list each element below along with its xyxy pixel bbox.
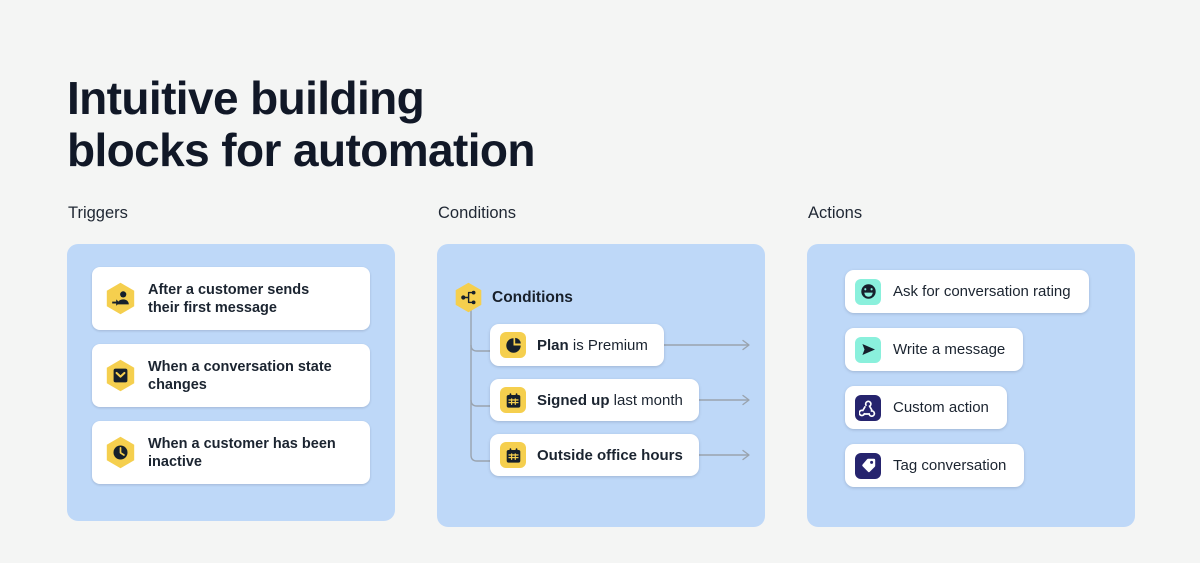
action-label: Custom action xyxy=(893,399,989,416)
condition-label: Signed up last month xyxy=(537,392,683,409)
column-label-triggers: Triggers xyxy=(68,204,128,222)
columns-container: Triggers After a customer sends their fi… xyxy=(67,203,1135,527)
branch-icon xyxy=(455,282,482,313)
triggers-panel: After a customer sends their first messa… xyxy=(67,244,395,521)
trigger-label: After a customer sends their first messa… xyxy=(148,281,310,316)
column-triggers: Triggers After a customer sends their fi… xyxy=(67,203,395,527)
actions-panel: Ask for conversation rating Write a mess… xyxy=(807,244,1135,527)
tag-icon xyxy=(855,452,881,479)
condition-card[interactable]: Outside office hours xyxy=(490,434,699,476)
calendar-icon xyxy=(500,387,526,413)
column-conditions: Conditions xyxy=(437,203,765,527)
conditions-panel: Conditions Plan is Premium xyxy=(437,244,765,527)
pie-chart-icon xyxy=(500,332,526,358)
trigger-label: When a customer has been inactive xyxy=(148,435,336,470)
conditions-header-label: Conditions xyxy=(492,288,573,306)
condition-card[interactable]: Signed up last month xyxy=(490,379,699,421)
person-arrow-icon xyxy=(106,282,135,315)
send-icon xyxy=(855,336,881,363)
smiley-icon xyxy=(855,278,881,305)
action-label: Write a message xyxy=(893,341,1006,358)
action-label: Tag conversation xyxy=(893,457,1007,474)
column-actions: Actions Ask for conversation rating xyxy=(807,203,1135,527)
column-label-actions: Actions xyxy=(808,204,863,222)
condition-label: Plan is Premium xyxy=(537,337,648,354)
trigger-card[interactable]: When a conversation state changes xyxy=(92,344,370,407)
trigger-card[interactable]: After a customer sends their first messa… xyxy=(92,267,370,330)
condition-label-bold: Signed up xyxy=(537,391,610,409)
page-title: Intuitive building blocks for automation xyxy=(67,71,535,176)
condition-label-bold: Outside office hours xyxy=(537,446,683,464)
clock-icon xyxy=(106,436,135,469)
action-card[interactable]: Ask for conversation rating xyxy=(845,270,1089,313)
condition-label-bold: Plan xyxy=(537,336,569,354)
calendar-icon xyxy=(500,442,526,468)
condition-card[interactable]: Plan is Premium xyxy=(490,324,664,366)
inbox-chevron-icon xyxy=(106,359,135,392)
condition-label-rest: last month xyxy=(609,391,683,409)
action-card[interactable]: Write a message xyxy=(845,328,1024,371)
webhook-icon xyxy=(855,394,881,421)
trigger-card[interactable]: When a customer has been inactive xyxy=(92,421,370,484)
conditions-header: Conditions xyxy=(455,282,573,313)
column-label-conditions: Conditions xyxy=(438,204,516,222)
condition-label-rest: is Premium xyxy=(568,336,648,354)
action-label: Ask for conversation rating xyxy=(893,283,1071,300)
trigger-label: When a conversation state changes xyxy=(148,358,332,393)
action-card[interactable]: Tag conversation xyxy=(845,444,1025,487)
condition-label: Outside office hours xyxy=(537,447,683,464)
action-card[interactable]: Custom action xyxy=(845,386,1007,429)
